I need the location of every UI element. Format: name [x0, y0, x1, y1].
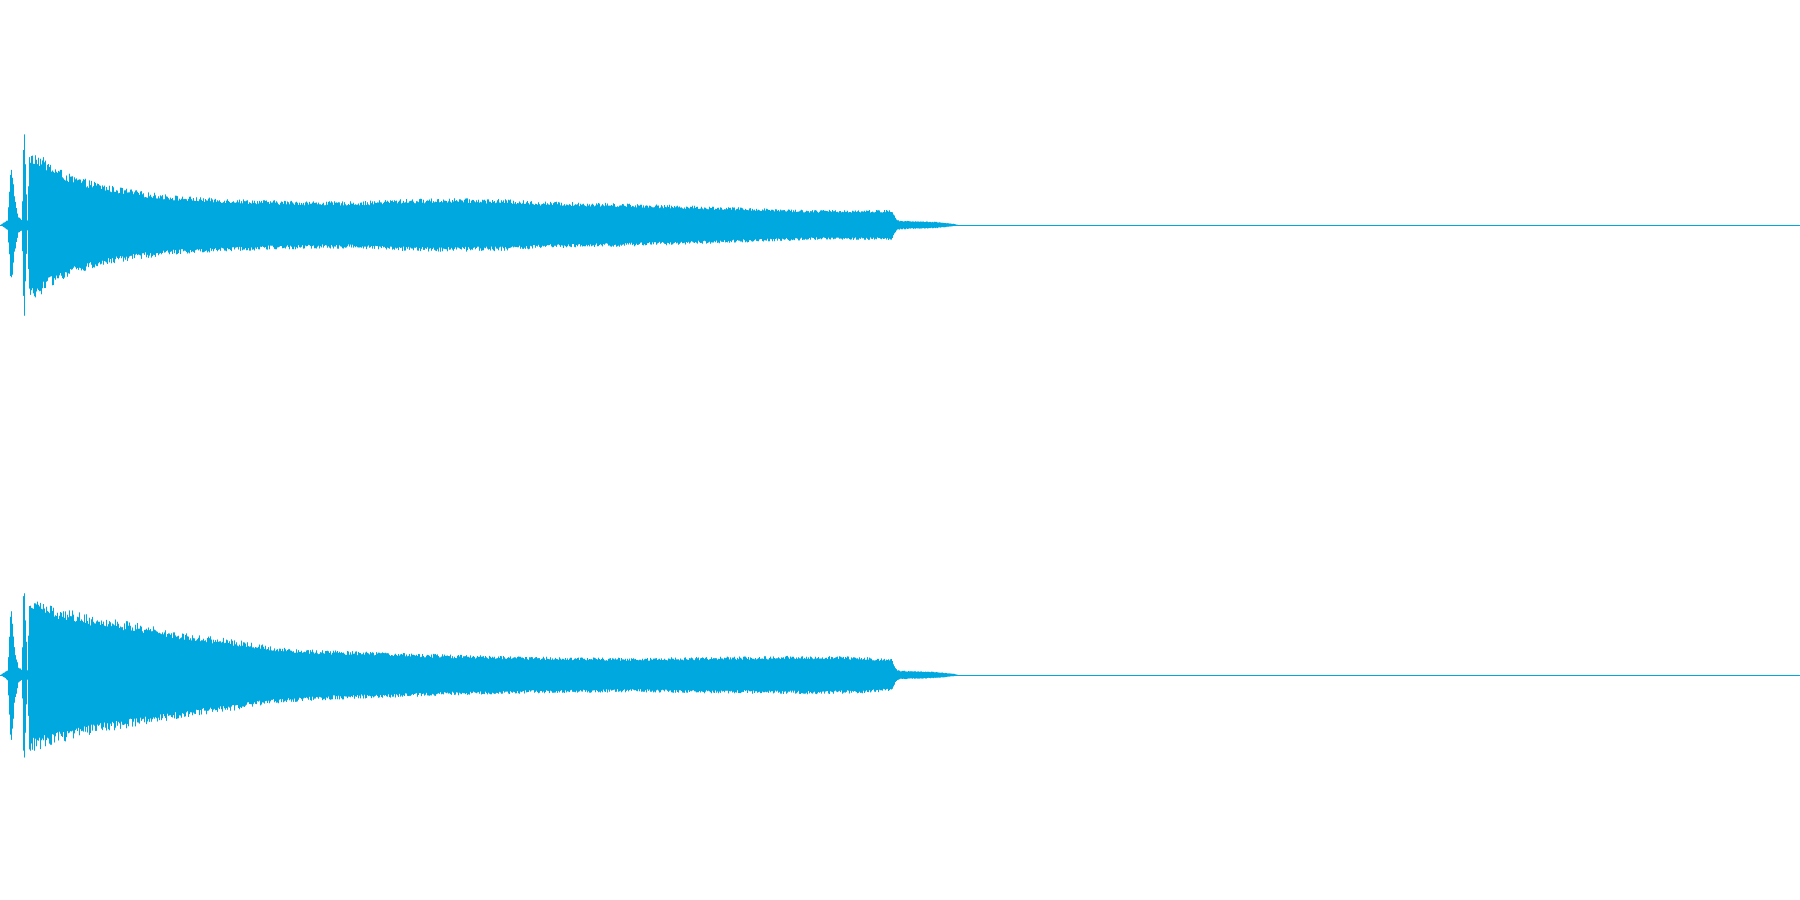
channel-2-waveform [0, 593, 1800, 758]
channel-1-waveform [0, 134, 1800, 316]
channel-2-signal [1, 593, 958, 758]
channels-group [0, 134, 1800, 758]
channel-1-signal [1, 134, 958, 316]
